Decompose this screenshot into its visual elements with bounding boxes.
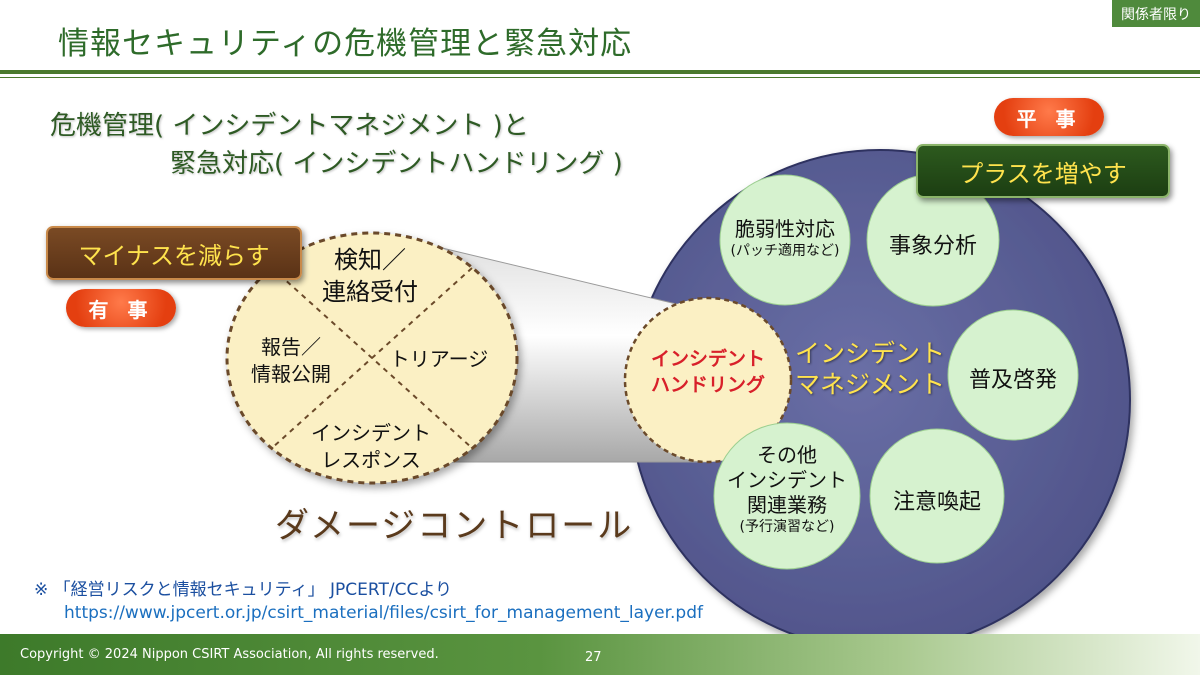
page-title: 情報セキュリティの危機管理と緊急対応 — [58, 26, 633, 62]
source-note: ※ 「経営リスクと情報セキュリティ」 JPCERT/CCより — [34, 580, 452, 600]
quadrant-detection-line2: 連絡受付 — [322, 278, 418, 306]
incident-management-line2: マネジメント — [794, 370, 945, 399]
incident-handling-label: インシデント ハンドリング — [628, 346, 788, 398]
quadrant-reporting: 報告／ 情報公開 — [236, 334, 346, 388]
quadrant-reporting-line2: 情報公開 — [251, 362, 331, 386]
other-tasks-circle — [713, 422, 861, 570]
quadrant-response-line1: インシデント — [311, 421, 431, 445]
alert-text: 注意喚起 — [892, 490, 981, 515]
quadrant-triage: トリアージ — [389, 347, 489, 371]
quadrant-reporting-line1: 報告／ — [261, 335, 321, 359]
other-tasks-text: その他 インシデント 関連業務 (予行演習など) — [712, 443, 862, 536]
subtitle-line-1: 危機管理( インシデントマネジメント )と — [50, 111, 529, 141]
incident-handling-circle — [623, 296, 793, 464]
header-divider — [0, 70, 1200, 74]
other-tasks-line3: 関連業務 — [747, 493, 827, 517]
page-number: 27 — [585, 650, 602, 665]
incident-management-line1: インシデント — [794, 339, 945, 368]
quadrant-detection-line1: 検知／ — [334, 246, 406, 274]
vulnerability-line1: 脆弱性対応 — [735, 217, 835, 241]
source-link[interactable]: https://www.jpcert.or.jp/csirt_material/… — [64, 603, 703, 623]
reduce-minus-label: マイナスを減らす — [46, 226, 302, 280]
damage-control-label: ダメージコントロール — [275, 506, 634, 546]
other-tasks-line2: インシデント — [727, 468, 847, 492]
copyright-text: Copyright © 2024 Nippon CSIRT Associatio… — [20, 647, 439, 662]
normal-time-pill: 平 事 — [994, 98, 1104, 136]
vulnerability-circle — [719, 174, 851, 306]
header-divider-thin — [0, 77, 1200, 78]
awareness-circle — [947, 309, 1079, 441]
vulnerability-line2: (パッチ適用など) — [730, 243, 840, 259]
restricted-badge: 関係者限り — [1112, 0, 1200, 27]
quadrant-detection: 検知／ 連絡受付 — [300, 244, 440, 308]
incident-management-label: インシデント マネジメント — [786, 338, 954, 400]
incident-handling-line2: ハンドリング — [650, 374, 765, 396]
emergency-pill: 有 事 — [66, 289, 176, 327]
event-analysis-text: 事象分析 — [888, 234, 977, 259]
awareness-text: 普及啓発 — [968, 368, 1057, 393]
quadrant-response: インシデント レスポンス — [296, 420, 446, 474]
increase-plus-label: プラスを増やす — [916, 144, 1170, 198]
alert-circle — [869, 428, 1005, 564]
other-tasks-line4: (予行演習など) — [739, 519, 835, 535]
other-tasks-line1: その他 — [757, 443, 817, 467]
footer-bar — [0, 634, 1200, 675]
quadrant-divider — [271, 267, 473, 449]
vulnerability-text: 脆弱性対応 (パッチ適用など) — [710, 216, 860, 260]
quadrant-response-line2: レスポンス — [321, 448, 421, 472]
incident-handling-line1: インシデント — [650, 348, 765, 370]
subtitle-line-2: 緊急対応( インシデントハンドリング ) — [170, 149, 623, 179]
